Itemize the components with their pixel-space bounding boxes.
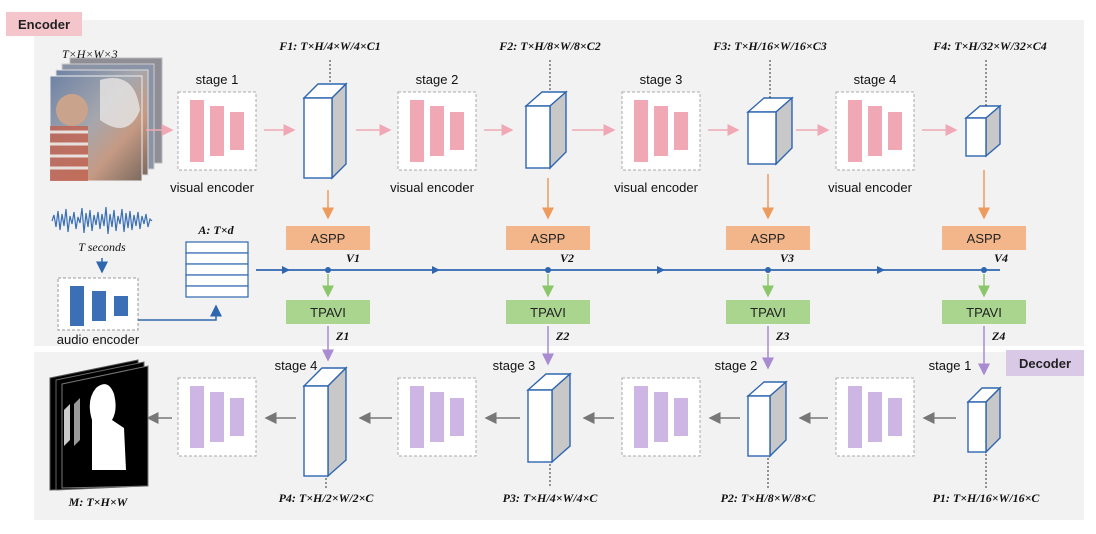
decoder-block-4 xyxy=(177,377,257,457)
audio-waveform xyxy=(51,206,153,235)
visual-encoder-label-4: visual encoder xyxy=(828,180,912,195)
encoder-stage-4-label: stage 4 xyxy=(854,72,897,87)
tpavi-box-3 xyxy=(726,300,810,324)
aspp-label-3: ASPP xyxy=(751,231,786,246)
input-video-frames xyxy=(49,57,163,182)
feature-f4-label: F4: T×H/32×W/32×C4 xyxy=(932,39,1047,53)
audio-encoder-to-feature-arrow xyxy=(138,304,222,321)
z1-label: Z1 xyxy=(335,329,349,343)
tpavi-label-1: TPAVI xyxy=(310,305,346,320)
decoder-feature-cube-p4 xyxy=(302,366,348,478)
decoder-feature-cube-p1 xyxy=(966,386,1002,454)
tpavi-label-2: TPAVI xyxy=(530,305,566,320)
audio-feature-label: A: T×d xyxy=(197,223,234,237)
aspp-box-1 xyxy=(286,226,370,250)
v1-label: V1 xyxy=(346,251,360,265)
feature-p4-label: P4: T×H/2×W/2×C xyxy=(279,491,375,505)
z2-label: Z2 xyxy=(555,329,569,343)
aspp-label-2: ASPP xyxy=(531,231,566,246)
aspp-box-3 xyxy=(726,226,810,250)
tpavi-box-4 xyxy=(942,300,1026,324)
decoder-tag-bg xyxy=(1006,350,1084,376)
decoder-feature-cube-p3 xyxy=(526,372,572,464)
encoder-stage-3-label: stage 3 xyxy=(640,72,683,87)
decoder-tag: Decoder xyxy=(1019,356,1071,371)
aspp-box-2 xyxy=(506,226,590,250)
feature-f3-label: F3: T×H/16×W/16×C3 xyxy=(712,39,827,53)
feature-p2-label: P2: T×H/8×W/8×C xyxy=(721,491,817,505)
tpavi-label-3: TPAVI xyxy=(750,305,786,320)
output-mask-label: M: T×H×W xyxy=(68,495,129,509)
z3-label: Z3 xyxy=(775,329,789,343)
decoder-feature-cube-p2 xyxy=(746,380,788,458)
decoder-stage-1-label: stage 1 xyxy=(929,358,972,373)
audio-encoder-label: audio encoder xyxy=(57,332,140,347)
decoder-block-2 xyxy=(621,377,701,457)
audio-seconds-label: T seconds xyxy=(78,240,126,254)
encoder-feature-cube-1 xyxy=(302,82,348,180)
aspp-label-1: ASPP xyxy=(311,231,346,246)
visual-encoder-label-3: visual encoder xyxy=(614,180,698,195)
encoder-feature-cube-3 xyxy=(746,96,794,166)
visual-encoder-label-1: visual encoder xyxy=(170,180,254,195)
encoder-stage-2-label: stage 2 xyxy=(416,72,459,87)
input-dims-label: T×H×W×3 xyxy=(62,47,118,61)
encoder-tag-bg xyxy=(6,12,82,36)
v2-label: V2 xyxy=(560,251,574,265)
feature-p3-label: P3: T×H/4×W/4×C xyxy=(503,491,599,505)
z4-label: Z4 xyxy=(991,329,1005,343)
audio-feature-stack xyxy=(185,241,249,298)
aspp-label-4: ASPP xyxy=(967,231,1002,246)
v4-label: V4 xyxy=(994,251,1008,265)
visual-encoder-label-2: visual encoder xyxy=(390,180,474,195)
v3-label: V3 xyxy=(780,251,794,265)
encoder-feature-cube-4 xyxy=(964,104,1002,158)
decoder-stage-4-label: stage 4 xyxy=(275,358,318,373)
encoder-tag: Encoder xyxy=(18,17,70,32)
visual-encoder-stage-3 xyxy=(621,91,701,171)
decoder-block-1 xyxy=(835,377,915,457)
tpavi-box-2 xyxy=(506,300,590,324)
tpavi-box-1 xyxy=(286,300,370,324)
tpavi-label-4: TPAVI xyxy=(966,305,1002,320)
encoder-stage-1-label: stage 1 xyxy=(196,72,239,87)
decoder-block-3 xyxy=(397,377,477,457)
visual-encoder-stage-1 xyxy=(177,91,257,171)
feature-f1-label: F1: T×H/4×W/4×C1 xyxy=(278,39,381,53)
decoder-stage-2-label: stage 2 xyxy=(715,358,758,373)
visual-encoder-stage-4 xyxy=(835,91,915,171)
output-mask-stack xyxy=(49,359,149,491)
decoder-stage-3-label: stage 3 xyxy=(493,358,536,373)
aspp-box-4 xyxy=(942,226,1026,250)
feature-f2-label: F2: T×H/8×W/8×C2 xyxy=(498,39,601,53)
encoder-feature-cube-2 xyxy=(524,90,568,170)
visual-encoder-stage-2 xyxy=(397,91,477,171)
feature-p1-label: P1: T×H/16×W/16×C xyxy=(933,491,1041,505)
